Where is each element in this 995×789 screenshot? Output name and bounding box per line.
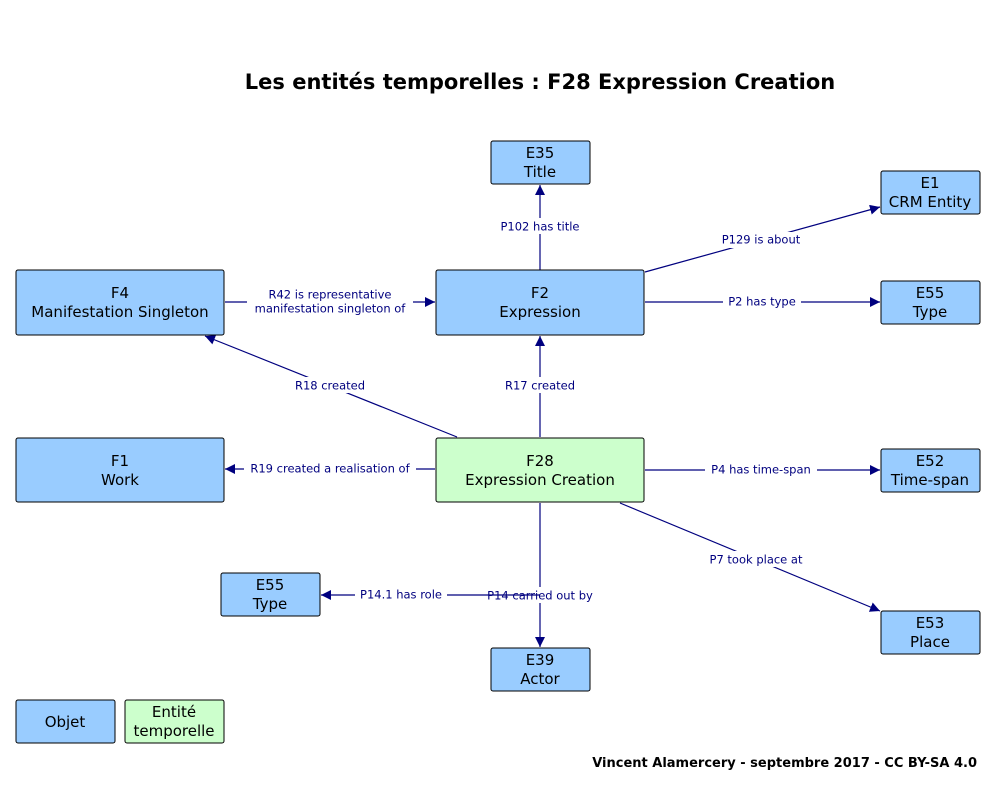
edge-label-p129: P129 is about [722,233,801,247]
node-e35: E35 Title [490,140,591,185]
node-f28-name: Expression Creation [465,471,615,489]
edge-label-p4: P4 has time-span [711,463,811,477]
node-e52-name: Time-span [890,471,969,489]
edge-p7: P7 took place at [619,502,881,612]
edge-label-p14: P14 carried out by [487,589,593,603]
edge-label-p7: P7 took place at [710,553,803,567]
node-f1: F1 Work [15,437,225,503]
node-e55a-name: Type [912,303,947,321]
node-e53-code: E53 [916,614,945,632]
edge-label-p2: P2 has type [728,295,796,309]
edge-p102: P102 has title [496,185,584,270]
node-e55b-name: Type [252,595,287,613]
edge-r17: R17 created [499,336,581,437]
footer-credit: Vincent Alamercery - septembre 2017 - CC… [592,756,977,771]
node-e1-name: CRM Entity [889,193,972,211]
edge-p129: P129 is about [644,204,881,273]
node-f4-name: Manifestation Singleton [31,303,208,321]
node-f1-name: Work [101,471,139,489]
node-f2-name: Expression [499,303,580,321]
edge-p4: P4 has time-span [645,462,880,478]
diagram-title: Les entités temporelles : F28 Expression… [245,70,835,94]
node-e55a-code: E55 [916,284,945,302]
edge-label-r18: R18 created [295,379,365,393]
edge-label-r17: R17 created [505,379,575,393]
edge-p14-1: P14.1 has role [321,587,540,603]
node-e35-name: Title [523,163,556,181]
edge-label-r19: R19 created a realisation of [250,462,410,476]
node-e53: E53 Place [880,610,981,655]
edge-r19: R19 created a realisation of [225,461,435,477]
edge-label-p102: P102 has title [500,220,579,234]
edge-p2: P2 has type [645,294,880,310]
edge-r42: R42 is representative manifestation sing… [225,287,435,317]
legend-temporal: Entité temporelle [124,699,225,744]
edge-label-r42-line1: R42 is representative [268,288,391,302]
node-e52: E52 Time-span [880,448,981,493]
edge-label-r42-line2: manifestation singleton of [255,302,407,316]
node-e53-name: Place [910,633,950,651]
node-f4: F4 Manifestation Singleton [15,269,225,336]
node-e55-type-role: E55 Type [220,572,321,617]
node-e52-code: E52 [916,452,945,470]
node-e1-code: E1 [920,174,939,192]
node-f2-code: F2 [531,284,549,302]
legend-temporal-label-line2: temporelle [133,722,214,740]
legend-temporal-label-line1: Entité [152,703,196,721]
legend-object: Objet [15,699,116,744]
legend-object-label: Objet [45,713,86,731]
node-e55b-code: E55 [256,576,285,594]
node-f1-code: F1 [111,452,129,470]
node-f2: F2 Expression [435,269,645,336]
edge-label-p14-1: P14.1 has role [360,588,442,602]
node-f4-code: F4 [111,284,129,302]
node-e1: E1 CRM Entity [880,170,981,215]
node-e39: E39 Actor [490,647,591,692]
node-f28-code: F28 [526,452,554,470]
node-e39-code: E39 [526,651,555,669]
node-f28: F28 Expression Creation [435,437,645,503]
edge-p14: P14 carried out by [482,503,598,647]
edge-r18: R18 created [204,335,458,438]
node-e35-code: E35 [526,144,555,162]
node-e39-name: Actor [520,670,560,688]
node-e55-type-f2: E55 Type [880,280,981,325]
